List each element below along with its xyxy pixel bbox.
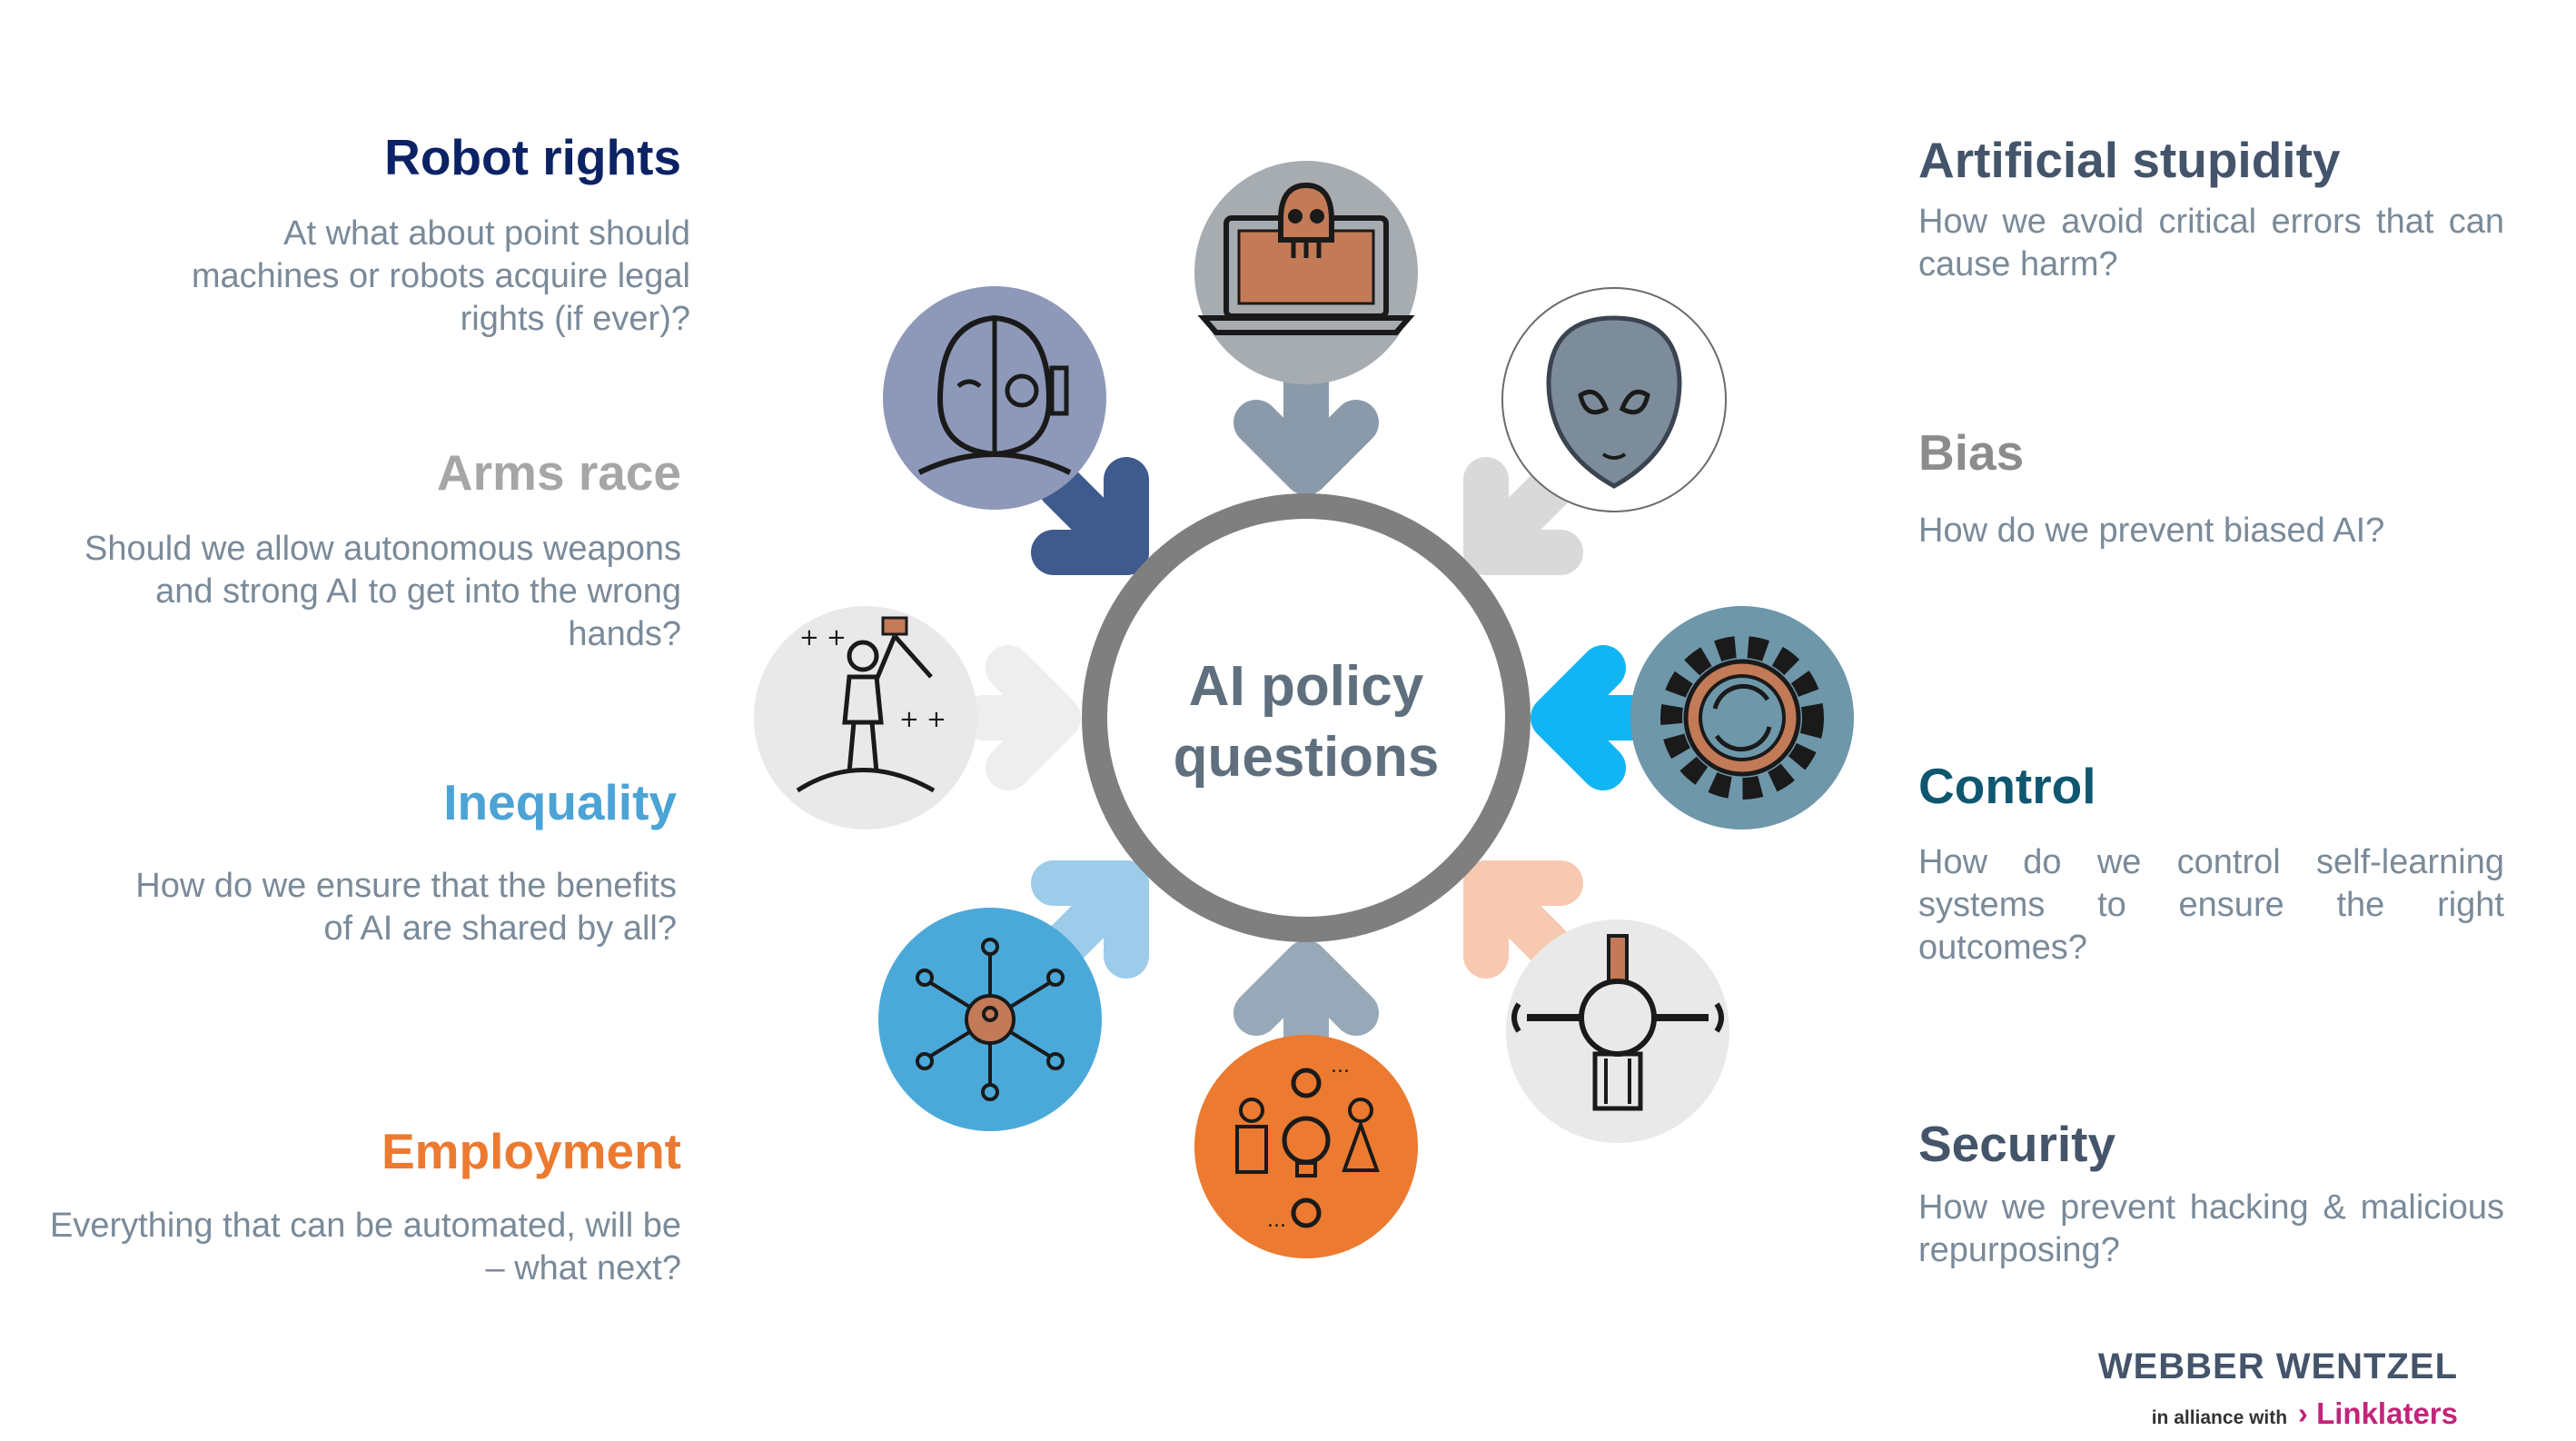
inequality-description: How do we ensure that the benefits of AI… (135, 867, 677, 948)
arrow-bottom-right (1463, 860, 1583, 979)
brand-name: WEBBER WENTZEL (2097, 1347, 2458, 1386)
climber-flag-icon: + + + + (754, 606, 977, 830)
employment-title: Employment (381, 1123, 681, 1179)
skull-laptop-icon (1194, 161, 1418, 384)
topic-arms-race: Arms race Should we allow autonomous wea… (36, 442, 681, 656)
people-network-icon (878, 908, 1102, 1131)
center-label-line2: questions (1174, 726, 1440, 789)
arrow-top-left (1031, 457, 1149, 575)
brand-alliance: in alliance with › Linklaters (2098, 1396, 2458, 1431)
control-title: Control (1918, 758, 2096, 814)
topic-robot-rights: Robot rights At what about point should … (73, 127, 690, 341)
topic-control: Control How do we control self-learning … (1918, 756, 2504, 969)
center-ring (1082, 493, 1531, 942)
gear-refresh-icon (1630, 606, 1854, 830)
brand-partner-name: Linklaters (2316, 1396, 2458, 1430)
bias-title: Bias (1918, 424, 2025, 481)
arms-race-description: Should we allow autonomous weapons and s… (84, 530, 681, 653)
topic-inequality: Inequality How do we ensure that the ben… (73, 772, 677, 950)
topic-security: Security How we prevent hacking & malici… (1918, 1114, 2504, 1272)
topic-employment: Employment Everything that can be automa… (50, 1121, 681, 1290)
employment-description: Everything that can be automated, will b… (50, 1207, 681, 1287)
topic-artificial-stupidity: Artificial stupidity How we avoid critic… (1918, 130, 2504, 286)
inequality-title: Inequality (443, 774, 677, 830)
arms-race-title: Arms race (436, 444, 681, 501)
robot-rights-title: Robot rights (384, 129, 681, 185)
arrow-right (1531, 645, 1658, 790)
bias-description: How do we prevent biased AI? (1918, 512, 2385, 550)
artificial-stupidity-title: Artificial stupidity (1918, 132, 2341, 188)
svg-text:...: ... (1331, 1055, 1350, 1078)
security-description: How we prevent hacking & malicious repur… (1918, 1188, 2504, 1269)
svg-text:+ +: + + (799, 624, 847, 651)
team-idea-icon: ... ... (1194, 1035, 1418, 1258)
brand-partner: › Linklaters (2297, 1396, 2458, 1430)
wrench-gear-icon (1506, 919, 1729, 1143)
svg-text:...: ... (1267, 1209, 1286, 1232)
control-description: How do we control self-learning systems … (1918, 843, 2504, 967)
robot-rights-description: At what about point should machines or r… (191, 214, 690, 338)
alien-head-icon (1501, 287, 1727, 512)
cyborg-face-icon (883, 286, 1106, 510)
brand-logo: WEBBER WENTZEL in alliance with › Linkla… (2098, 1347, 2458, 1431)
arrow-bottom-left (1031, 860, 1149, 979)
arrow-left (961, 645, 1081, 790)
security-title: Security (1918, 1116, 2116, 1172)
topic-bias: Bias How do we prevent biased AI? (1918, 422, 2504, 552)
svg-text:+ +: + + (899, 706, 946, 733)
center-label-line1: AI policy (1189, 655, 1424, 718)
arrow-top (1234, 359, 1379, 495)
brand-alliance-text: in alliance with (2151, 1407, 2288, 1428)
arrow-top-right (1463, 457, 1583, 575)
artificial-stupidity-description: How we avoid critical errors that can ca… (1918, 203, 2504, 283)
